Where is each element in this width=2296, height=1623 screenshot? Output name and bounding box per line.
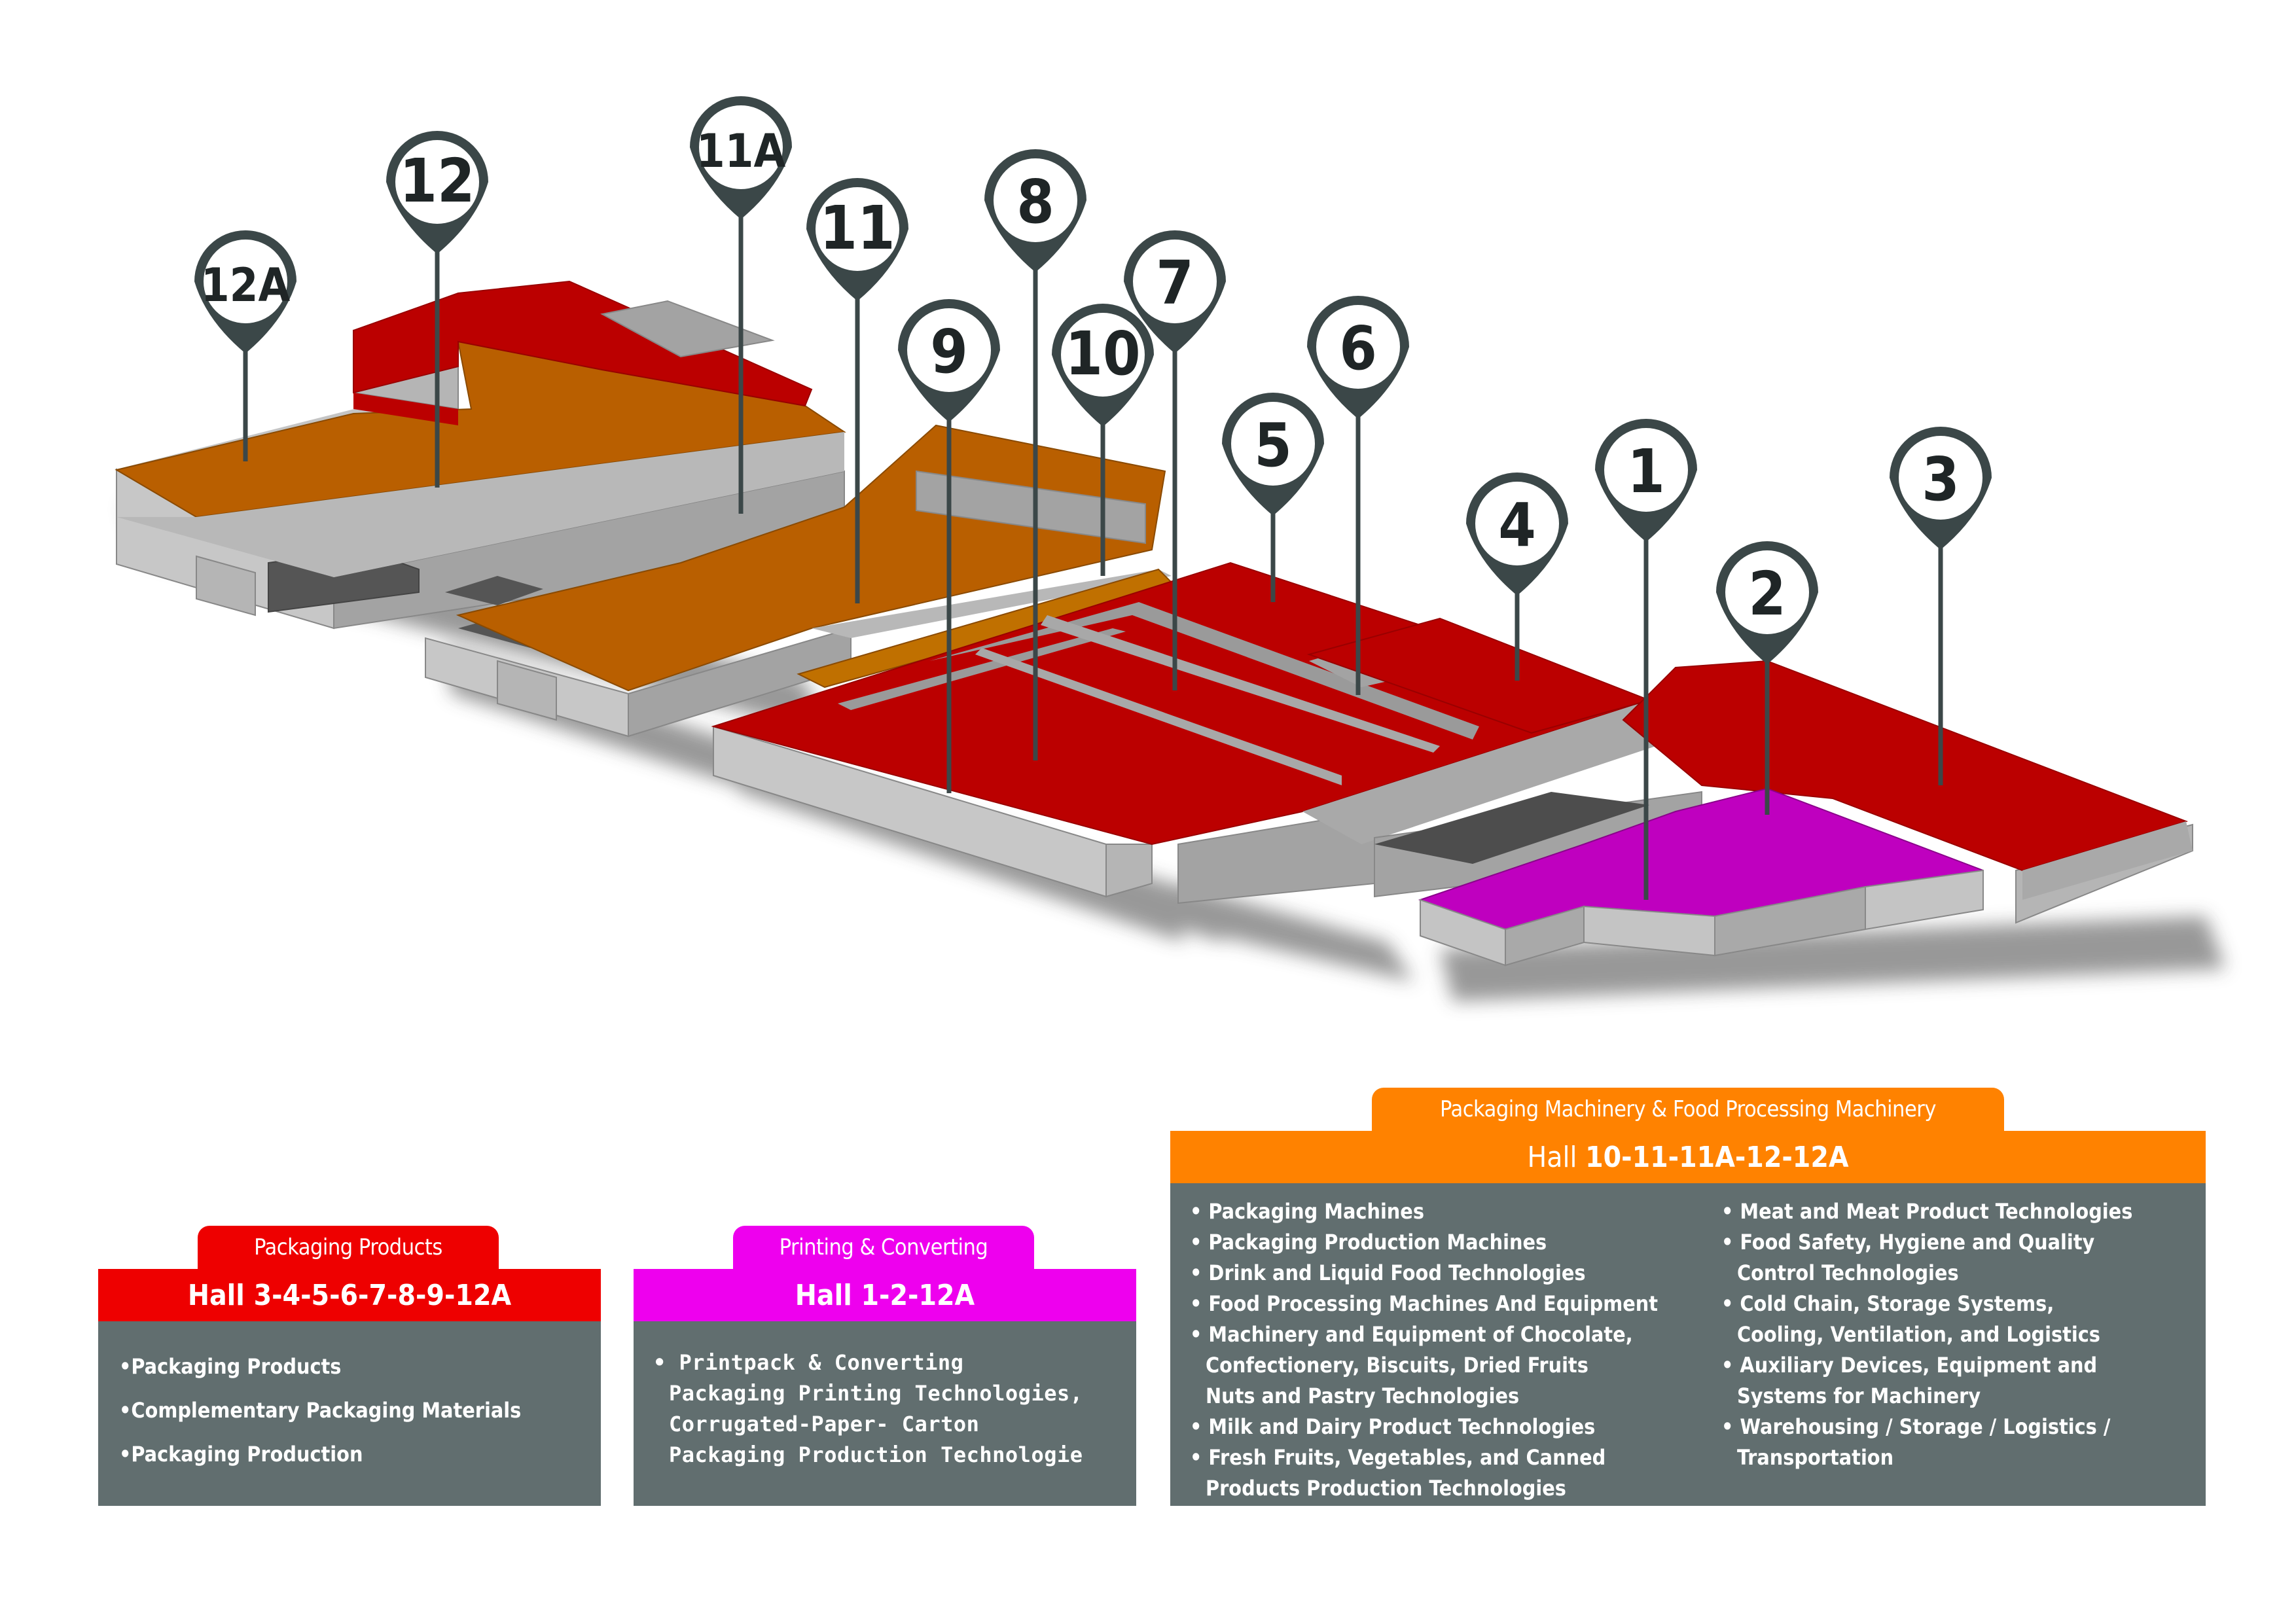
list-item: Food Processing Machines And Equipment: [1190, 1289, 1713, 1319]
hall-pin-label: 9: [930, 317, 968, 387]
list-item: Fresh Fruits, Vegetables, and Canned Pro…: [1190, 1442, 1713, 1504]
hall-pin-4[interactable]: 4: [1466, 473, 1568, 596]
hall-pin-label: 7: [1156, 248, 1194, 318]
list-item: Meat and Meat Product Technologies: [1721, 1196, 2193, 1227]
machinery-category-tab: Packaging Machinery & Food Processing Ma…: [1372, 1088, 2004, 1131]
machinery-items-left: Packaging Machines Packaging Production …: [1190, 1196, 1713, 1504]
hall-pin-11a[interactable]: 11A: [690, 96, 792, 219]
printing-category-tab: Printing & Converting: [733, 1226, 1034, 1269]
building-middle: [425, 424, 1172, 738]
hall-pin-12a[interactable]: 12A: [194, 230, 296, 353]
hall-12-north-red[interactable]: [353, 280, 813, 407]
hall-pin-label: 11: [819, 193, 895, 263]
hall-pin-12[interactable]: 12: [386, 131, 488, 254]
hall-pin-label: 12A: [201, 259, 291, 312]
printing-item-list: Printpack & Converting Packaging Printin…: [634, 1321, 1136, 1506]
legend-machinery: Packaging Machinery & Food Processing Ma…: [1170, 1088, 2206, 1506]
list-item: Complementary Packaging Materials: [119, 1389, 601, 1433]
hall-pin-7[interactable]: 7: [1124, 230, 1226, 353]
hall-pin-label: 11A: [696, 124, 786, 178]
hall-pin-label: 12: [399, 146, 475, 216]
packaging-item-list: Packaging Products Complementary Packagi…: [98, 1321, 601, 1506]
hall-pin-label: 8: [1016, 167, 1054, 237]
list-item: Auxiliary Devices, Equipment and Systems…: [1721, 1350, 2193, 1412]
hall-pin-label: 1: [1627, 437, 1665, 507]
hall-pin-3[interactable]: 3: [1890, 427, 1992, 550]
hall-pin-5[interactable]: 5: [1222, 393, 1324, 516]
printing-hall-band: Hall 1-2-12A: [634, 1269, 1136, 1321]
list-item: Cold Chain, Storage Systems, Cooling, Ve…: [1721, 1289, 2193, 1350]
list-item: Packaging Machines: [1190, 1196, 1713, 1227]
packaging-category-tab: Packaging Products: [198, 1226, 499, 1269]
machinery-item-list: Packaging Machines Packaging Production …: [1170, 1183, 2206, 1506]
machinery-hall-prefix: Hall: [1527, 1140, 1586, 1174]
list-item: Machinery and Equipment of Chocolate, Co…: [1190, 1319, 1713, 1412]
hall-pin-8[interactable]: 8: [984, 149, 1086, 272]
list-item: Food Safety, Hygiene and Quality Control…: [1721, 1227, 2193, 1289]
hall-pin-label: 5: [1254, 410, 1292, 480]
legend-printing-converting: Printing & Converting Hall 1-2-12A Print…: [634, 1226, 1136, 1506]
hall-pin-label: 10: [1065, 319, 1140, 389]
hall-pin-11[interactable]: 11: [806, 178, 908, 301]
list-item: Packaging Production: [119, 1433, 601, 1476]
list-item: Drink and Liquid Food Technologies: [1190, 1258, 1713, 1289]
building-east: [1374, 660, 2193, 967]
packaging-hall-band: Hall 3-4-5-6-7-8-9-12A: [98, 1269, 601, 1321]
hall-pin-1[interactable]: 1: [1595, 419, 1697, 542]
list-item: Milk and Dairy Product Technologies: [1190, 1412, 1713, 1442]
list-item: Warehousing / Storage / Logistics / Tran…: [1721, 1412, 2193, 1473]
hall-pin-9[interactable]: 9: [898, 299, 1000, 422]
hall-pin-6[interactable]: 6: [1307, 296, 1409, 419]
hall-pin-label: 3: [1922, 444, 1960, 514]
legend-packaging-products: Packaging Products Hall 3-4-5-6-7-8-9-12…: [98, 1226, 601, 1506]
machinery-hall-numbers: 10-11-11A-12-12A: [1585, 1140, 1849, 1174]
machinery-hall-band: Hall 10-11-11A-12-12A: [1170, 1131, 2206, 1183]
list-item: Packaging Products: [119, 1345, 601, 1389]
hall-pin-label: 2: [1748, 559, 1786, 629]
machinery-items-right: Meat and Meat Product Technologies Food …: [1721, 1196, 2193, 1473]
hall-pin-10[interactable]: 10: [1052, 304, 1154, 427]
hall-pin-label: 6: [1339, 313, 1377, 383]
list-item: Packaging Production Machines: [1190, 1227, 1713, 1258]
hall-pin-label: 4: [1498, 490, 1536, 560]
list-item: Printpack & Converting Packaging Printin…: [653, 1347, 1136, 1471]
hall-pin-2[interactable]: 2: [1716, 541, 1818, 664]
building-west: [115, 280, 846, 630]
